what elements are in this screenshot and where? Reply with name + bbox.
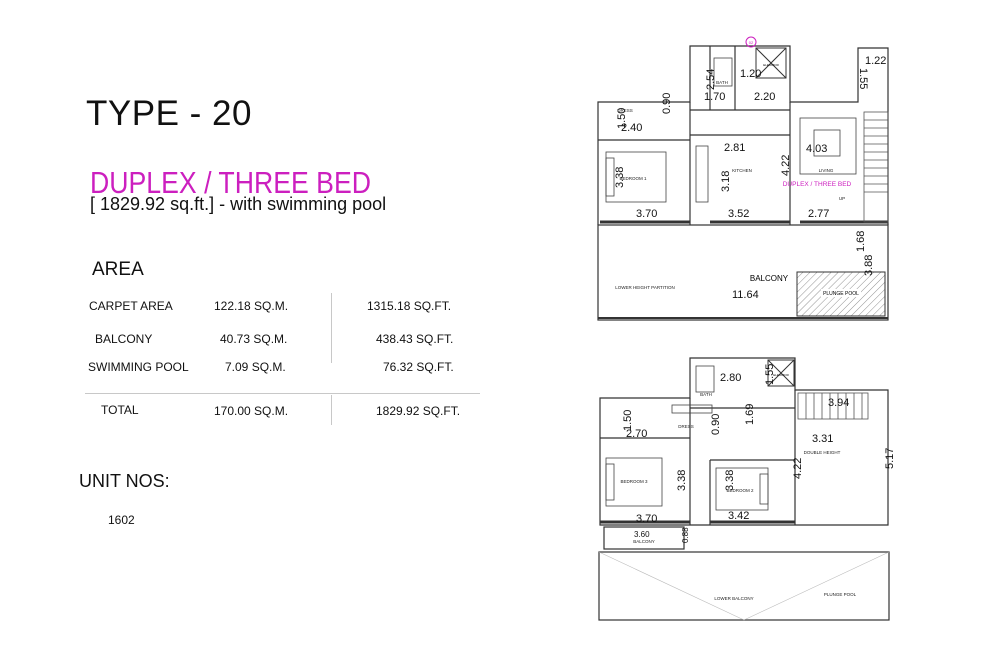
lower-stairs [797,392,869,420]
lower-dim: 4.22 [792,458,804,479]
area-total-sqm: 170.00 SQ.M. [214,404,289,418]
upper-elevator-label: ELEVATOR [763,63,779,67]
upper-dim: 1.50 [616,108,628,129]
upper-dim: 3.18 [720,171,732,192]
lower-balcony-outline [603,526,685,550]
area-row-sqft: 438.43 SQ.FT. [376,332,454,346]
lower-dim: 3.38 [676,470,688,491]
lower-outer-wall [599,357,889,526]
lower-dim: 5.17 [884,448,896,469]
upper-dim: 3.52 [728,208,749,220]
upper-dim: 2.40 [621,122,642,134]
upper-floor-plan: ELEVATOR PLUNGE POOL 02 2.54 1.20 1.70 2… [597,36,889,321]
lower-floor-plan: ELEVATOR 2.80 1.55 3.94 1.50 2.70 0.90 1… [598,357,896,621]
upper-stairs [863,111,889,223]
area-row-label: CARPET AREA [89,299,173,313]
upper-dim: 2.20 [754,91,775,103]
unit-type-subtitle: DUPLEX / THREE BED [90,165,372,200]
upper-room-label: KITCHEN [732,168,752,173]
upper-dim: 11.64 [732,289,759,301]
upper-dim: 2.77 [808,208,829,220]
upper-plunge-pool-label: PLUNGE POOL [823,291,859,297]
lower-room-label: LOWER BALCONY [714,596,753,601]
lower-dim: 2.80 [720,372,741,384]
lower-room-label: BEDROOM 2 [726,488,754,493]
area-row-sqft: 76.32 SQ.FT. [383,360,454,374]
lower-dim: 0.90 [710,414,722,435]
lower-dim: 3.60 [634,530,650,539]
lower-dim: 1.69 [744,404,756,425]
lower-room-label: BALCONY [633,539,655,544]
upper-room-label: UP [839,196,845,201]
upper-dim: 1.70 [704,91,725,103]
unit-size-tagline: [ 1829.92 sq.ft.] - with swimming pool [90,194,387,214]
upper-dim: 1.68 [855,231,867,252]
upper-dim: 2.54 [705,69,717,90]
area-total-divider [331,395,332,425]
lower-dim: 3.38 [724,470,736,491]
area-heading: AREA [92,259,144,280]
bathtub [713,57,733,87]
upper-dim: 2.81 [724,142,745,154]
area-table-divider [331,293,332,363]
upper-dim: 3.70 [636,208,657,220]
upper-room-label: BEDROOM 1 [619,176,647,181]
lower-room-label: BATH [700,392,712,397]
unit-number: 1602 [108,513,135,527]
lower-room-label: DOUBLE HEIGHT [804,450,841,455]
area-total-sqft: 1829.92 SQ.FT. [376,404,461,418]
living-sofa [799,117,857,175]
upper-balcony-outline [597,224,889,321]
lower-dim: 0.88 [681,527,690,543]
lower-dim: 2.70 [626,428,647,440]
kitchen-counter [695,145,709,203]
upper-outer-wall [597,45,889,225]
lower-room-label: DRESS [678,424,694,429]
upper-section-marker-label: 02 [749,40,754,45]
page-title: TYPE - 20 [86,94,252,133]
lower-dim: 3.31 [812,433,833,445]
area-row-label: BALCONY [95,332,153,346]
upper-dim: 3.38 [614,167,626,188]
area-row-sqm: 7.09 SQ.M. [225,360,286,374]
upper-dim: 4.22 [780,155,792,176]
upper-section-marker [745,36,757,48]
lower-dim: 3.42 [728,510,749,522]
upper-balcony-label: BALCONY [750,274,789,283]
unit-numbers-heading: UNIT NOS: [79,471,170,491]
area-row-sqm: 122.18 SQ.M. [214,299,289,313]
upper-room-label: BATH [716,80,728,85]
upper-dim: 4.03 [806,143,827,155]
area-total-rule [85,393,480,394]
area-row-sqm: 40.73 SQ.M. [220,332,288,346]
upper-room-label: LOWER HEIGHT PARTITION [615,285,675,290]
area-total-label: TOTAL [101,403,139,417]
area-row-label: SWIMMING POOL [88,360,189,374]
upper-elevator [755,47,787,79]
lower-room-label: PLUNGE POOL [824,592,857,597]
area-row-sqft: 1315.18 SQ.FT. [367,299,452,313]
lower-dim: 3.94 [828,397,849,409]
upper-dim: 1.55 [857,68,869,89]
lower-elevator [767,359,795,387]
upper-room-label: DRESS [617,108,633,113]
lower-terrace-outline [598,551,890,621]
lower-dim: 3.70 [636,513,657,525]
upper-room-label: LIVING [819,168,834,173]
lower-elevator-label: ELEVATOR [773,373,789,377]
lower-bathtub [695,365,715,393]
upper-dim: 1.20 [740,68,761,80]
lower-dim: 1.55 [764,364,776,385]
upper-dim: 3.88 [863,255,875,276]
lower-dim: 1.50 [622,410,634,431]
lower-room-label: BEDROOM 3 [620,479,648,484]
upper-duplex-tag: DUPLEX / THREE BED [783,181,852,188]
upper-dim: 0.90 [661,93,673,114]
upper-dim: 1.22 [865,55,886,67]
